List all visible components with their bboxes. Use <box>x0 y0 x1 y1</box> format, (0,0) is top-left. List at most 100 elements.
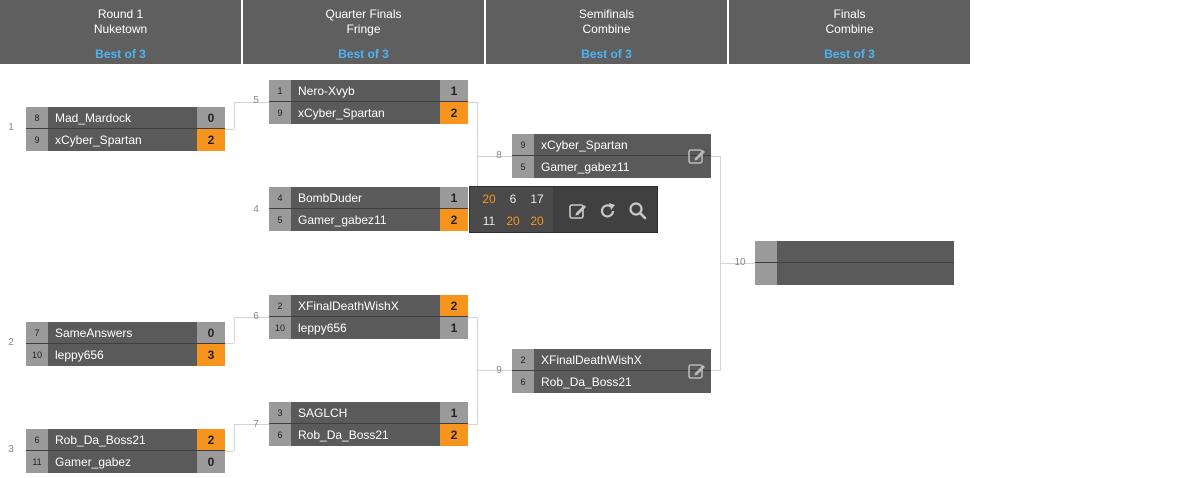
player-name: xCyber_Spartan <box>55 133 142 147</box>
match-number: 6 <box>253 311 259 322</box>
round-map: Combine <box>825 22 874 36</box>
round-best-of: Best of 3 <box>824 47 875 61</box>
match-player-row[interactable] <box>755 263 954 285</box>
player-name: XFinalDeathWishX <box>541 352 642 367</box>
match-number: 10 <box>734 257 746 268</box>
player-score: 3 <box>197 344 225 366</box>
match-player-row[interactable]: 4 BombDuder 1 <box>269 187 468 209</box>
refresh-icon[interactable] <box>598 201 618 221</box>
player-name: XFinalDeathWishX <box>298 298 399 313</box>
player-seed: 9 <box>269 102 291 124</box>
round-map: Nuketown <box>93 22 148 36</box>
game-score: 20 <box>530 214 544 228</box>
match-player-row[interactable]: 8 Mad_Mardock 0 <box>26 107 225 129</box>
match-player-row[interactable]: 10 leppy656 3 <box>26 344 225 366</box>
match-3[interactable]: 3 6 Rob_Da_Boss21 2 11 Gamer_gabez 0 <box>8 429 225 473</box>
connector-line <box>477 317 478 425</box>
player-seed: 7 <box>26 322 48 343</box>
player-name: leppy656 <box>55 348 104 362</box>
match-9[interactable]: 9 2 XFinalDeathWishX 6 Rob_Da_Boss21 <box>496 349 711 393</box>
player-score: 2 <box>440 424 468 446</box>
match-player-row[interactable]: 5 Gamer_gabez11 2 <box>269 209 468 231</box>
match-player-row[interactable]: 9 xCyber_Spartan 2 <box>26 129 225 151</box>
match-10[interactable]: 10 <box>734 241 954 285</box>
match-player-row[interactable]: 10 leppy656 1 <box>269 317 468 339</box>
match-1[interactable]: 1 8 Mad_Mardock 0 9 xCyber_Spartan 2 <box>8 107 225 151</box>
player-score: 1 <box>440 402 468 423</box>
match-player-row[interactable]: 2 XFinalDeathWishX <box>512 349 711 371</box>
player-seed: 2 <box>269 295 291 316</box>
player-score: 2 <box>440 102 468 124</box>
match-number: 4 <box>253 204 259 215</box>
match-player-row[interactable]: 3 SAGLCH 1 <box>269 402 468 424</box>
player-seed: 9 <box>26 129 48 151</box>
match-number: 1 <box>8 122 14 133</box>
connector-line <box>225 129 234 130</box>
match-player-row[interactable]: 7 SameAnswers 0 <box>26 322 225 344</box>
connector-line <box>234 102 235 129</box>
connector-line <box>468 317 477 318</box>
match-player-row[interactable]: 11 Gamer_gabez 0 <box>26 451 225 473</box>
match-player-row[interactable]: 5 Gamer_gabez11 <box>512 156 711 178</box>
game-score: 11 <box>482 214 496 228</box>
match-player-row[interactable]: 6 Rob_Da_Boss21 2 <box>26 429 225 451</box>
player-seed <box>755 263 777 285</box>
match-player-row[interactable]: 9 xCyber_Spartan 2 <box>269 102 468 124</box>
match-number: 2 <box>8 337 14 348</box>
match-number: 3 <box>8 444 14 455</box>
player-seed: 4 <box>269 187 291 208</box>
round-best-of: Best of 3 <box>95 47 146 61</box>
connector-line <box>468 102 477 103</box>
player-score: 0 <box>197 322 225 343</box>
connector-line <box>477 370 512 371</box>
match-2[interactable]: 2 7 SameAnswers 0 10 leppy656 3 <box>8 322 225 366</box>
player-seed: 2 <box>512 349 534 370</box>
match-player-row[interactable] <box>755 241 954 263</box>
game-score: 20 <box>482 192 496 206</box>
player-name: xCyber_Spartan <box>298 106 385 120</box>
player-seed: 5 <box>512 156 534 178</box>
connector-line <box>720 263 755 264</box>
connector-line <box>225 451 234 452</box>
connector-line <box>234 317 269 318</box>
game-scores: 20 6 17 11 20 20 <box>470 187 553 232</box>
player-seed: 6 <box>26 429 48 450</box>
round-name: Semifinals <box>578 7 635 21</box>
player-seed: 10 <box>26 344 48 366</box>
player-seed: 3 <box>269 402 291 423</box>
game-score: 6 <box>509 192 517 206</box>
edit-icon[interactable] <box>687 361 707 381</box>
player-score: 2 <box>440 295 468 316</box>
connector-line <box>477 156 512 157</box>
player-score: 0 <box>197 107 225 128</box>
match-player-row[interactable]: 1 Nero-Xvyb 1 <box>269 80 468 102</box>
match-5[interactable]: 5 1 Nero-Xvyb 1 9 xCyber_Spartan 2 <box>253 80 468 124</box>
edit-icon[interactable] <box>568 201 588 221</box>
round-name: Round 1 <box>97 7 144 21</box>
match-player-row[interactable]: 6 Rob_Da_Boss21 2 <box>269 424 468 446</box>
player-seed: 6 <box>512 371 534 393</box>
match-6[interactable]: 6 2 XFinalDeathWishX 2 10 leppy656 1 <box>253 295 468 339</box>
player-name: Mad_Mardock <box>55 110 132 125</box>
match-4[interactable]: 4 4 BombDuder 1 5 Gamer_gabez11 2 <box>253 187 468 231</box>
match-player-row[interactable]: 2 XFinalDeathWishX 2 <box>269 295 468 317</box>
player-score: 1 <box>440 317 468 339</box>
round-map: Fringe <box>346 22 381 36</box>
player-name: leppy656 <box>298 321 347 335</box>
round-best-of: Best of 3 <box>338 47 389 61</box>
player-score: 2 <box>197 429 225 450</box>
round-header-2: Quarter Finals Fringe Best of 3 <box>243 0 484 64</box>
player-name: xCyber_Spartan <box>541 137 628 152</box>
match-7[interactable]: 7 3 SAGLCH 1 6 Rob_Da_Boss21 2 <box>253 402 468 446</box>
round-header-4: Finals Combine Best of 3 <box>729 0 970 64</box>
player-name: BombDuder <box>298 190 363 205</box>
edit-icon[interactable] <box>687 146 707 166</box>
match-8[interactable]: 8 9 xCyber_Spartan 5 Gamer_gabez11 <box>496 134 711 178</box>
match-player-row[interactable]: 9 xCyber_Spartan <box>512 134 711 156</box>
search-icon[interactable] <box>628 201 648 221</box>
round-name: Finals <box>833 7 866 21</box>
game-score: 17 <box>530 192 544 206</box>
game-score: 20 <box>506 214 520 228</box>
match-player-row[interactable]: 6 Rob_Da_Boss21 <box>512 371 711 393</box>
player-name: SAGLCH <box>298 405 348 420</box>
